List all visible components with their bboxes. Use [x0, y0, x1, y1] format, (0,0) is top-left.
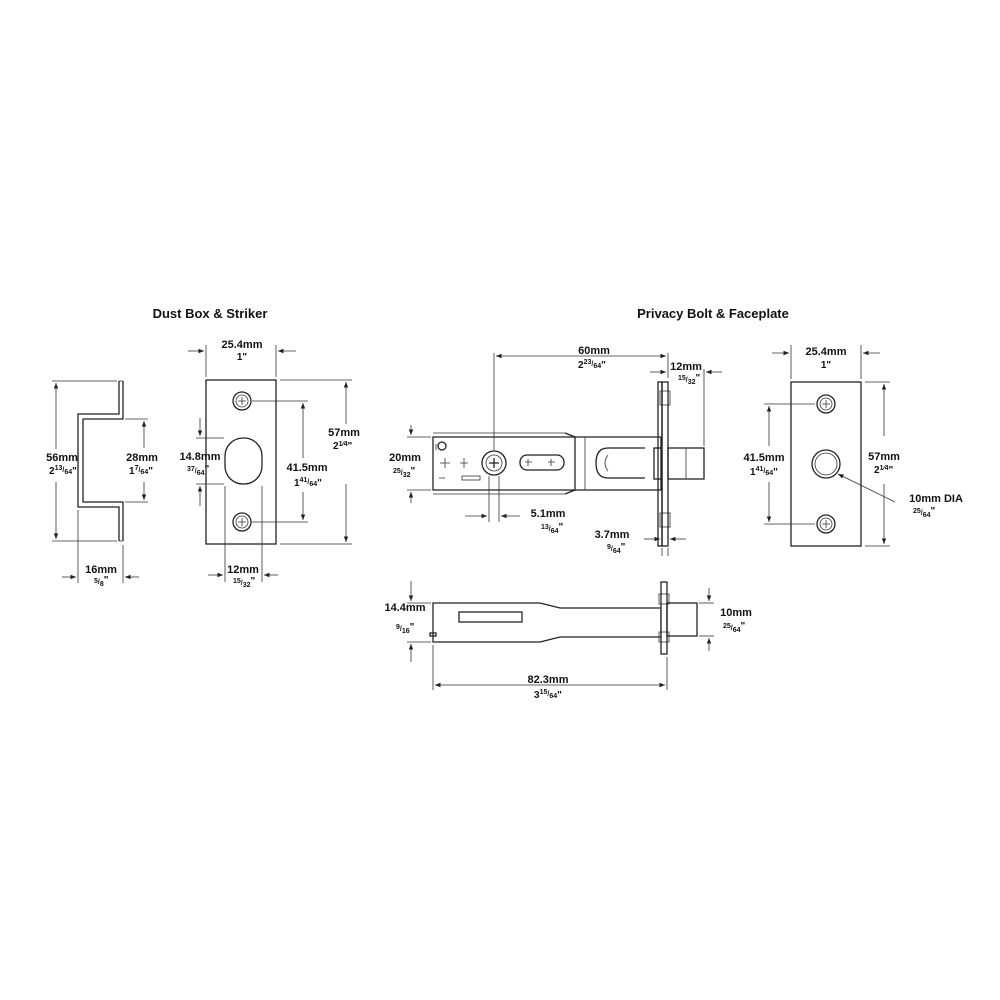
side-height-mm: 14.4mm	[385, 602, 426, 614]
bolt-side-view-drawing	[429, 581, 698, 655]
faceplate-diameter-callout: 10mm DIA 25/64"	[837, 473, 963, 519]
striker-opening-in: 37/64"	[187, 464, 210, 477]
striker-opening-width-mm: 12mm	[227, 564, 259, 576]
bolt-spindle-in: 13/64"	[541, 522, 564, 535]
faceplate-holes-in: 141/64"	[750, 466, 778, 478]
side-height-in: 9/16"	[396, 622, 415, 635]
privacy-bolt-drawing	[432, 381, 705, 547]
striker-holes-dimension: 41.5mm 141/64"	[252, 400, 328, 523]
faceplate-diameter-mm: 10mm DIA	[909, 493, 963, 505]
bolt-backset-mm: 60mm	[578, 345, 610, 357]
striker-height-dimension: 57mm 21⁄4"	[280, 379, 360, 545]
bolt-height-mm: 20mm	[389, 452, 421, 464]
faceplate-holes-mm: 41.5mm	[744, 452, 785, 464]
striker-width-in: 1"	[237, 352, 248, 363]
dust-box-width-in: 5/8"	[94, 575, 109, 588]
striker-opening-width-dimension: 12mm 15/32"	[208, 486, 278, 589]
dust-box-inner-dimension: 28mm 17/64"	[125, 418, 158, 503]
striker-holes-in: 141/64"	[294, 477, 322, 489]
bolt-spindle-mm: 5.1mm	[531, 508, 566, 520]
faceplate-holes-dimension: 41.5mm 141/64"	[744, 403, 815, 525]
striker-height-mm: 57mm	[328, 427, 360, 439]
faceplate-thickness-in: 9/64"	[607, 542, 626, 555]
bolt-backset-dimension: 60mm 223/64"	[493, 345, 669, 450]
side-bolt-in: 25/64"	[723, 621, 746, 634]
striker-width-mm: 25.4mm	[222, 339, 263, 351]
dust-box-width-mm: 16mm	[85, 564, 117, 576]
bolt-spindle-dimension: 5.1mm 13/64"	[465, 476, 566, 535]
striker-holes-mm: 41.5mm	[287, 462, 328, 474]
side-length-in: 315/64"	[534, 689, 562, 701]
bolt-height-dimension: 20mm 25/32"	[389, 425, 431, 503]
bolt-throw-mm: 12mm	[670, 361, 702, 373]
striker-opening-width-in: 15/32"	[233, 576, 256, 589]
faceplate-thickness-mm: 3.7mm	[595, 529, 630, 541]
dust-box-width-dimension: 16mm 5/8"	[62, 510, 139, 588]
bolt-throw-dimension: 12mm 15/32"	[650, 361, 722, 446]
faceplate-width-dimension: 25.4mm 1"	[772, 345, 880, 379]
faceplate-height-in: 21⁄4"	[874, 465, 894, 476]
bolt-height-in: 25/32"	[393, 466, 416, 479]
faceplate-width-in: 1"	[821, 360, 832, 371]
dust-box-inner-mm: 28mm	[126, 452, 158, 464]
dust-box-height-dimension: 56mm 213/64"	[46, 380, 117, 542]
side-bolt-mm: 10mm	[720, 607, 752, 619]
bolt-throw-in: 15/32"	[678, 373, 701, 386]
striker-opening-mm: 14.8mm	[180, 451, 221, 463]
striker-width-dimension: 25.4mm 1"	[188, 339, 296, 377]
dust-box-height-in: 213/64"	[49, 465, 77, 477]
side-height-dimension: 14.4mm 9/16"	[385, 581, 431, 662]
striker-opening-dimension: 14.8mm 37/64"	[180, 418, 224, 506]
faceplate-height-mm: 57mm	[868, 451, 900, 463]
dust-box-height-mm: 56mm	[46, 452, 78, 464]
faceplate-height-dimension: 57mm 21⁄4"	[865, 381, 900, 547]
faceplate-thickness-dimension: 3.7mm 9/64"	[595, 529, 686, 556]
side-bolt-dimension: 10mm 25/64"	[699, 588, 752, 651]
dust-box-title: Dust Box & Striker	[153, 306, 268, 321]
side-length-dimension: 82.3mm 315/64"	[432, 645, 668, 701]
dust-box-inner-in: 17/64"	[129, 465, 153, 477]
dust-box-drawing	[77, 380, 124, 542]
striker-plate-drawing	[205, 379, 277, 545]
bolt-backset-in: 223/64"	[578, 359, 606, 371]
striker-height-in: 21⁄4"	[333, 441, 353, 452]
faceplate-width-mm: 25.4mm	[806, 346, 847, 358]
privacy-bolt-title: Privacy Bolt & Faceplate	[637, 306, 789, 321]
faceplate-diameter-in: 25/64"	[913, 506, 936, 519]
faceplate-drawing	[790, 381, 862, 547]
side-length-mm: 82.3mm	[528, 674, 569, 686]
